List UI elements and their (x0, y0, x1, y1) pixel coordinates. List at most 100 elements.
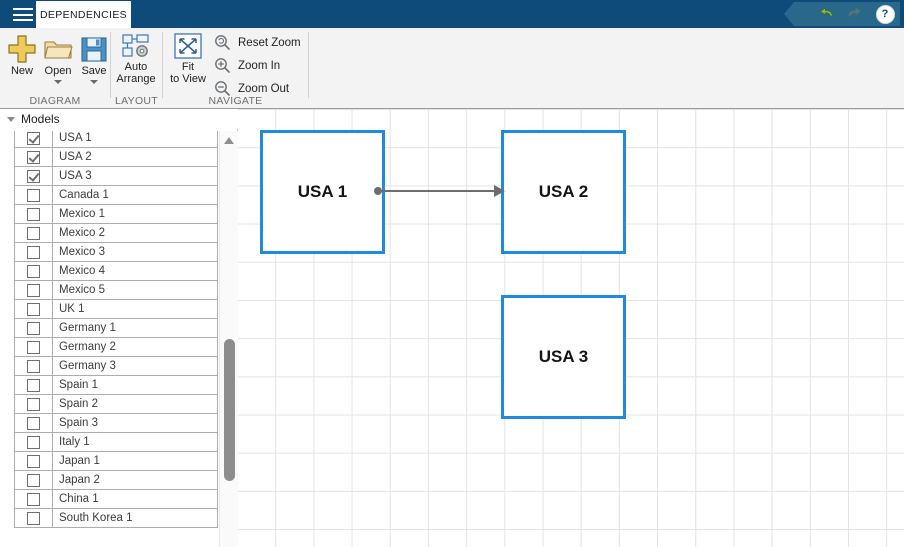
list-item-label: USA 1 (59, 132, 92, 144)
diagram-node-usa2[interactable]: USA 2 (501, 130, 626, 254)
diagram-node-label: USA 1 (297, 182, 348, 201)
checkbox-unchecked-icon[interactable] (27, 283, 40, 297)
list-item[interactable]: Germany 2 (15, 337, 217, 357)
list-item[interactable]: USA 1 (15, 131, 217, 148)
list-item-checkbox-cell (15, 452, 53, 470)
list-item[interactable]: Mexico 4 (15, 261, 217, 281)
list-item[interactable]: Spain 1 (15, 375, 217, 395)
help-button[interactable]: ? (870, 2, 900, 26)
undo-button[interactable] (810, 2, 840, 26)
list-item-label: Spain 3 (59, 417, 99, 429)
auto-arrange-label-line2: Arrange (116, 73, 156, 85)
list-item[interactable]: China 1 (15, 489, 217, 509)
checkbox-unchecked-icon[interactable] (27, 264, 40, 278)
list-item[interactable]: Mexico 5 (15, 280, 217, 300)
list-item[interactable]: UK 1 (15, 299, 217, 319)
list-item[interactable]: Italy 1 (15, 432, 217, 452)
list-item-checkbox-cell (15, 319, 53, 337)
diagram-node-usa1[interactable]: USA 1 (260, 130, 385, 254)
list-item[interactable]: Japan 2 (15, 470, 217, 490)
zoom-out-button[interactable]: Zoom Out (214, 80, 289, 97)
checkbox-unchecked-icon[interactable] (27, 397, 40, 411)
scroll-up-arrow-icon[interactable] (224, 137, 234, 144)
list-item-checkbox-cell (15, 490, 53, 508)
checkbox-unchecked-icon[interactable] (27, 359, 40, 373)
tab-dependencies[interactable]: DEPENDENCIES (36, 1, 131, 28)
list-item-label: Mexico 4 (59, 265, 106, 277)
list-item[interactable]: Japan 1 (15, 451, 217, 471)
list-item-label: Mexico 2 (59, 227, 106, 239)
open-label: Open (44, 65, 72, 77)
checkbox-checked-icon[interactable] (27, 169, 40, 183)
ribbon-group-navigate-label: NAVIGATE (208, 95, 263, 107)
zoom-in-button[interactable]: Zoom In (214, 57, 280, 74)
list-item-label: UK 1 (59, 303, 85, 315)
checkbox-checked-icon[interactable] (27, 150, 40, 164)
list-item[interactable]: USA 2 (15, 147, 217, 167)
diagram-node-usa3[interactable]: USA 3 (501, 295, 626, 419)
hamburger-menu-icon[interactable] (10, 6, 36, 23)
collapse-chevron-down-icon[interactable] (7, 116, 15, 122)
ribbon-separator-1 (110, 32, 111, 98)
list-item[interactable]: USA 3 (15, 166, 217, 186)
ribbon-separator-2 (162, 32, 163, 98)
checkbox-unchecked-icon[interactable] (27, 302, 40, 316)
checkbox-unchecked-icon[interactable] (27, 245, 40, 259)
ribbon-group-layout-label: LAYOUT (114, 95, 159, 107)
save-button[interactable]: Save (72, 33, 116, 84)
ribbon-group-layout: Auto Arrange LAYOUT (111, 28, 162, 108)
list-item-checkbox-cell (15, 131, 53, 147)
checkbox-unchecked-icon[interactable] (27, 492, 40, 506)
undo-arrow-icon (819, 6, 833, 17)
list-item[interactable]: Canada 1 (15, 185, 217, 205)
list-item[interactable]: Mexico 2 (15, 223, 217, 243)
zoom-reset-icon (215, 35, 230, 50)
checkbox-unchecked-icon[interactable] (27, 473, 40, 487)
ribbon-group-navigate: Fit to View Reset Zoom Zoom In (163, 28, 308, 108)
dependency-diagram-canvas[interactable]: USA 1 USA 2 USA 3 (238, 109, 904, 547)
models-panel-header[interactable]: Models (0, 109, 238, 129)
title-bar: DEPENDENCIES ? (0, 0, 904, 28)
list-item-label: Japan 2 (59, 474, 100, 486)
list-item-label: South Korea 1 (59, 512, 133, 524)
ribbon-toolbar: New Open Save DIAGRAM (0, 28, 904, 109)
models-list-scrollbar[interactable] (219, 131, 238, 547)
list-item[interactable]: Germany 3 (15, 356, 217, 376)
auto-arrange-button[interactable]: Auto Arrange (114, 33, 158, 85)
checkbox-unchecked-icon[interactable] (27, 188, 40, 202)
redo-button[interactable] (840, 2, 870, 26)
list-item[interactable]: Germany 1 (15, 318, 217, 338)
reset-zoom-button[interactable]: Reset Zoom (214, 34, 301, 51)
open-chevron-down-icon[interactable] (54, 80, 62, 84)
zoom-in-icon (215, 58, 230, 73)
list-item-label: China 1 (59, 493, 99, 505)
checkbox-unchecked-icon[interactable] (27, 511, 40, 525)
checkbox-unchecked-icon[interactable] (27, 321, 40, 335)
list-item-checkbox-cell (15, 471, 53, 489)
new-button[interactable]: New (0, 33, 44, 77)
list-item[interactable]: Mexico 1 (15, 204, 217, 224)
scrollbar-thumb[interactable] (224, 339, 235, 481)
tab-dependencies-label: DEPENDENCIES (39, 8, 128, 21)
list-item-checkbox-cell (15, 205, 53, 223)
checkbox-unchecked-icon[interactable] (27, 454, 40, 468)
checkbox-unchecked-icon[interactable] (27, 416, 40, 430)
checkbox-unchecked-icon[interactable] (27, 378, 40, 392)
checkbox-checked-icon[interactable] (27, 131, 40, 145)
ribbon-separator-3 (308, 32, 309, 98)
checkbox-unchecked-icon[interactable] (27, 226, 40, 240)
list-item-checkbox-cell (15, 243, 53, 261)
open-button[interactable]: Open (36, 33, 80, 84)
list-item[interactable]: Spain 2 (15, 394, 217, 414)
fit-to-view-label-line1: Fit (181, 61, 195, 73)
checkbox-unchecked-icon[interactable] (27, 340, 40, 354)
list-item[interactable]: Spain 3 (15, 413, 217, 433)
list-item[interactable]: South Korea 1 (15, 508, 217, 528)
fit-to-view-button[interactable]: Fit to View (166, 33, 210, 85)
list-item-label: Italy 1 (59, 436, 90, 448)
list-item[interactable]: Mexico 3 (15, 242, 217, 262)
save-chevron-down-icon[interactable] (90, 80, 98, 84)
checkbox-unchecked-icon[interactable] (27, 207, 40, 221)
checkbox-unchecked-icon[interactable] (27, 435, 40, 449)
